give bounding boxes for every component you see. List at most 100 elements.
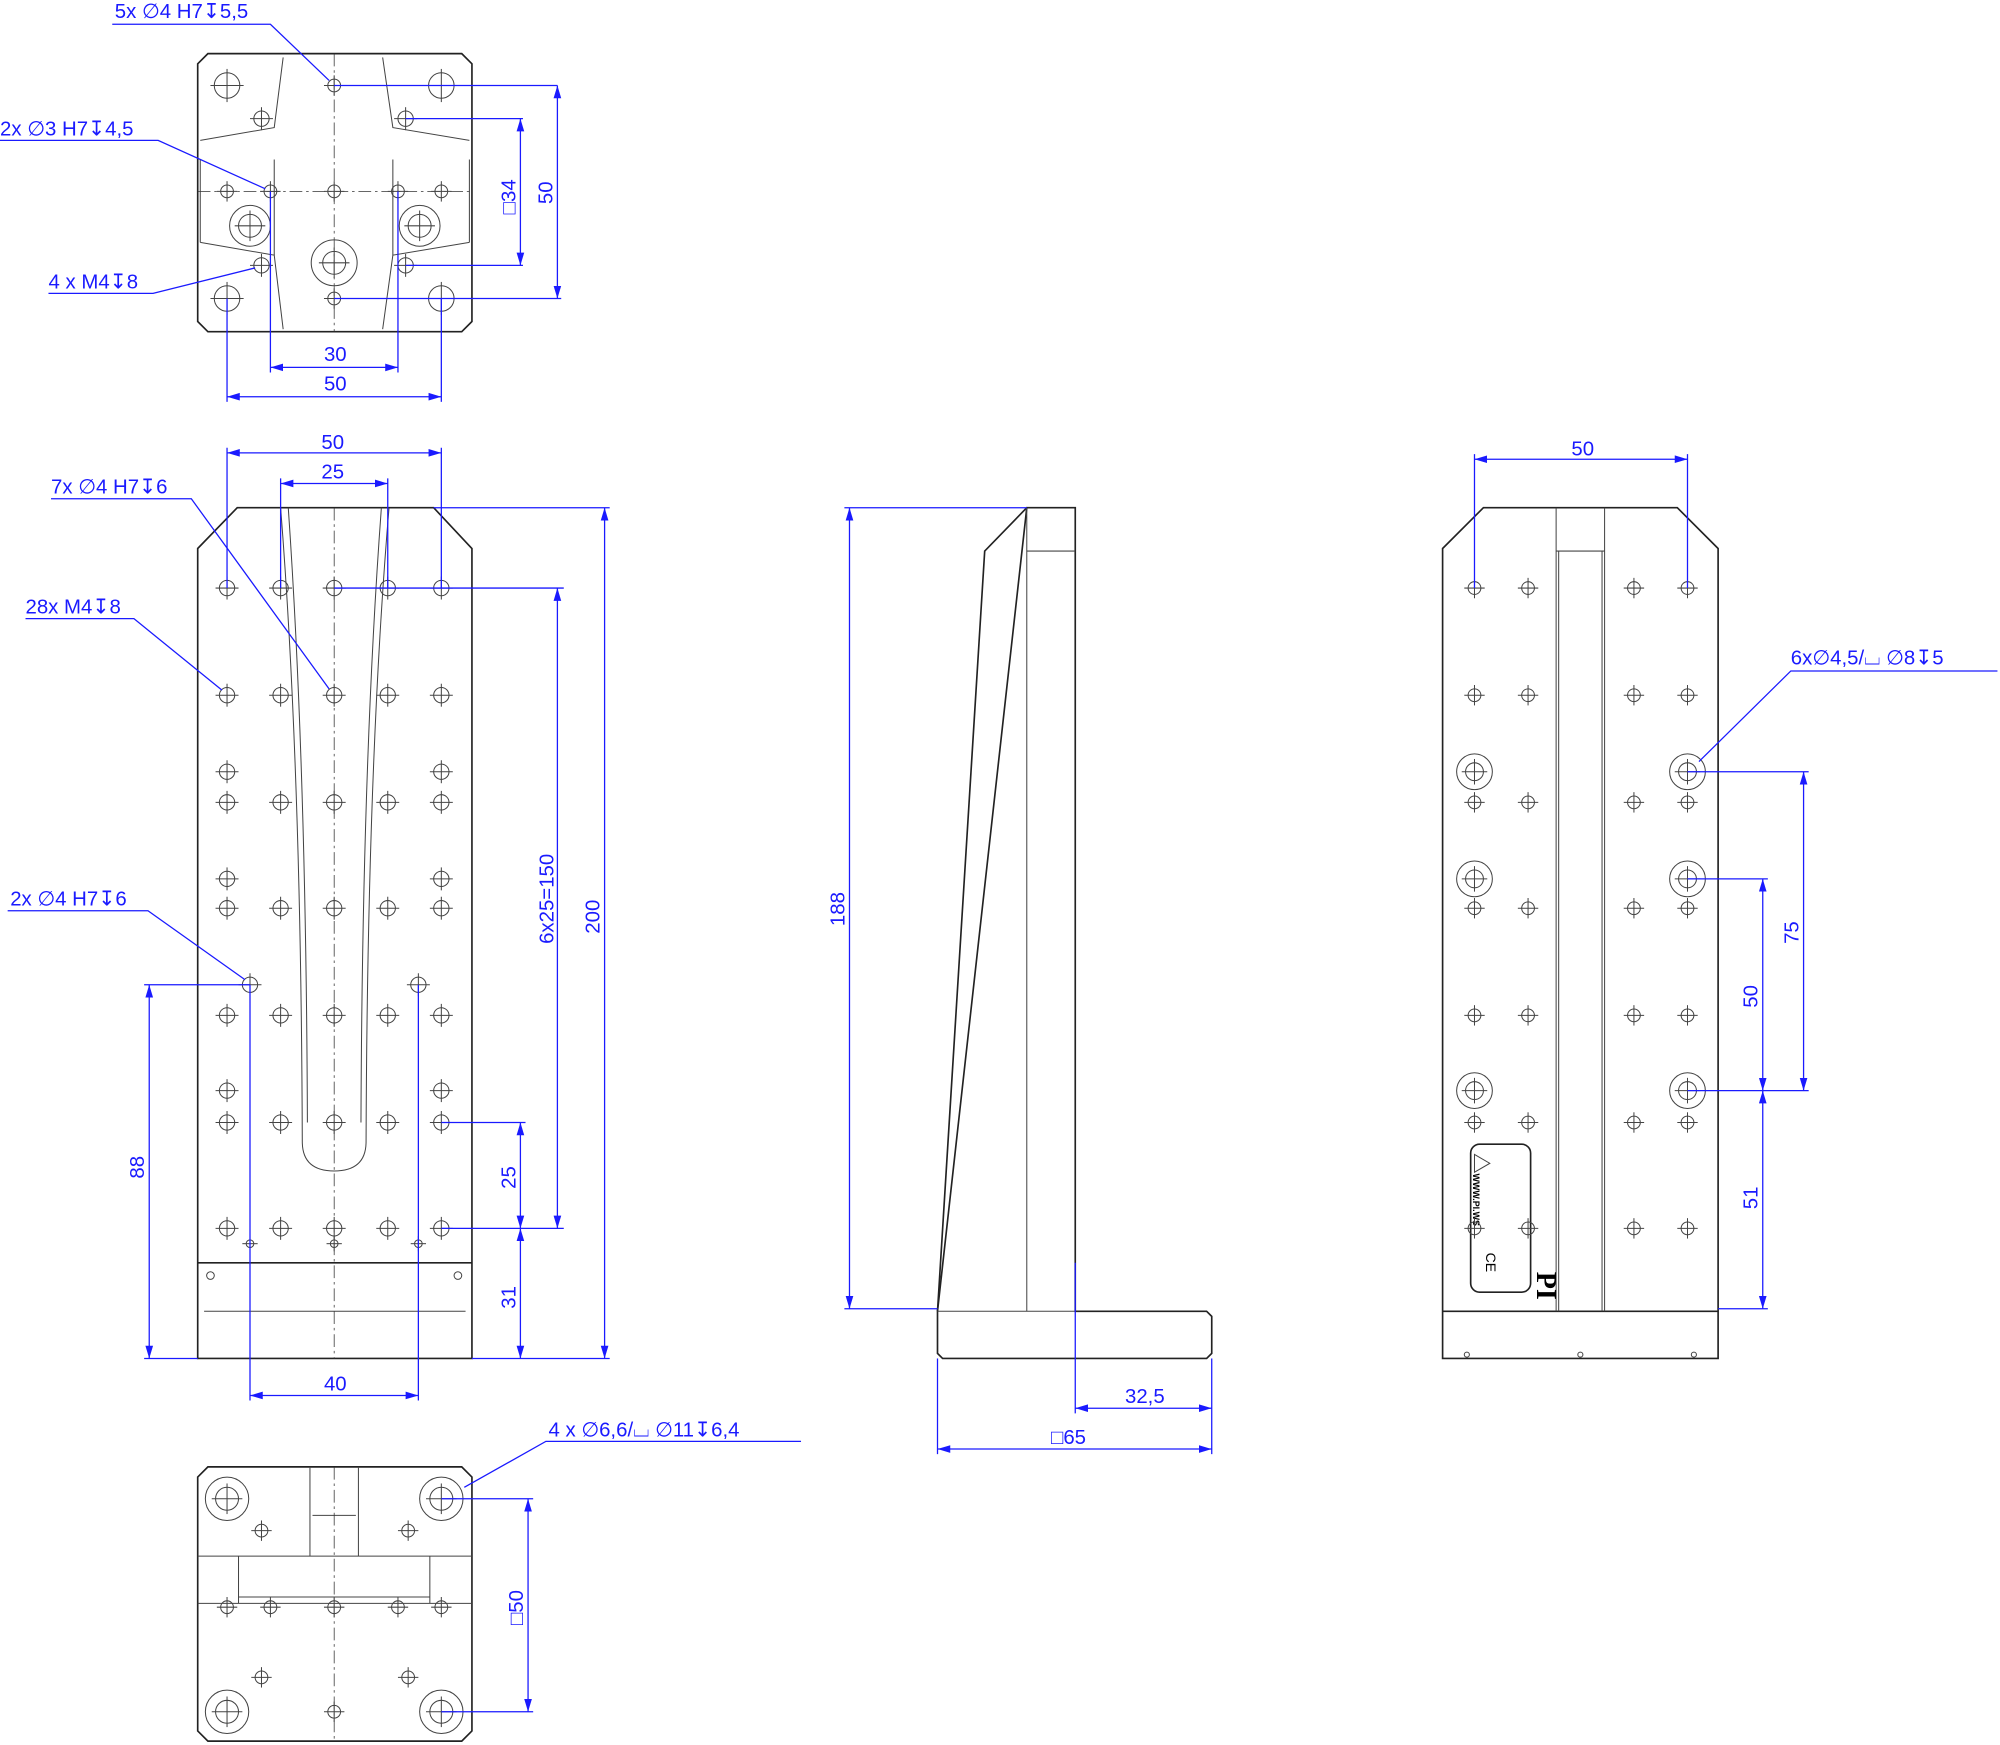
callout-h7: 7x ∅4 H7↧6: [51, 477, 167, 499]
ce-mark: CE: [1483, 1253, 1499, 1272]
m4-hole: [215, 896, 239, 920]
m4-hole: [1517, 898, 1539, 919]
m4-hole: [1464, 1005, 1485, 1026]
m4-hole: [1623, 577, 1645, 599]
small-hole: [326, 1236, 342, 1252]
pocket-hole: [310, 239, 358, 287]
pin-hole: [323, 181, 345, 202]
dim-25: 25: [498, 1166, 520, 1189]
m4-hole: [215, 760, 239, 784]
callout-m4: 28x M4↧8: [26, 597, 121, 619]
m4-hole: [429, 1079, 453, 1103]
m4-hole: [1677, 1112, 1698, 1133]
m4-hole: [429, 867, 453, 891]
m4-hole: [1464, 1218, 1485, 1239]
m4-hole: [322, 1111, 346, 1134]
pin-hole: [216, 181, 238, 202]
m4-hole: [376, 790, 400, 814]
dim-50: 50: [321, 432, 344, 454]
right-view-dimensions: 50 6x∅4,5/⌴ ∅8↧5 75 50 51: [1473, 438, 1998, 1310]
m4-hole: [250, 253, 273, 277]
m4-hole: [1677, 1218, 1698, 1239]
m4-hole: [1623, 1218, 1645, 1239]
counterbore-hole: [1456, 753, 1493, 791]
dim-50-h: 50: [324, 373, 347, 395]
m4-hole: [1517, 685, 1539, 706]
m4-hole: [215, 790, 239, 814]
m4-hole: [269, 1003, 293, 1027]
m4-hole: [429, 760, 453, 784]
pin-hole: [431, 181, 452, 202]
m4-hole: [1464, 1112, 1485, 1133]
counterbore-hole: [204, 1689, 250, 1734]
dim-51: 51: [1741, 1187, 1763, 1210]
callout-h7-small: 2x ∅3 H7↧4,5: [0, 118, 133, 140]
counterbore-hole: [1456, 860, 1493, 898]
dim-32-5: 32,5: [1125, 1386, 1165, 1408]
dim-30: 30: [324, 344, 347, 366]
bottom-view-dimensions: 4 x ∅6,6/⌴ ∅11↧6,4 □50: [441, 1419, 802, 1713]
m4-hole: [1517, 1005, 1539, 1026]
dim-75: 75: [1781, 921, 1803, 944]
m4-hole: [376, 1111, 400, 1134]
m4-hole: [429, 896, 453, 920]
dim-50: □50: [506, 1590, 528, 1625]
m4-hole: [322, 1003, 346, 1027]
m4-hole: [1677, 1005, 1698, 1026]
m4-hole: [1623, 685, 1645, 706]
pocket-hole: [229, 204, 271, 247]
right-view: PI WWW.PI.WS CE: [1441, 506, 1719, 1360]
m4-hole: [1677, 685, 1698, 706]
m4-hole: [251, 1520, 272, 1541]
mounting-hole: [210, 68, 244, 103]
m4-hole: [376, 683, 400, 707]
dim-31: 31: [498, 1286, 520, 1309]
side-view: [936, 506, 1213, 1360]
m4-hole: [1623, 1005, 1645, 1026]
m4-hole: [269, 790, 293, 814]
m4-hole: [215, 1003, 239, 1027]
dim-150: 6x25=150: [537, 854, 559, 944]
dim-88: 88: [127, 1156, 149, 1179]
product-label: [1469, 1143, 1532, 1293]
dim-50-v: 50: [1741, 985, 1763, 1008]
m4-hole: [322, 683, 346, 707]
m4-hole: [269, 683, 293, 707]
m4-hole: [397, 1520, 419, 1541]
dim-50-v: 50: [535, 181, 557, 204]
callout-h7: 5x ∅4 H7↧5,5: [115, 1, 248, 23]
m4-hole: [1464, 792, 1485, 813]
m4-hole: [376, 896, 400, 920]
m4-hole: [1623, 898, 1645, 919]
dim-40: 40: [324, 1373, 347, 1395]
warning-icon: [1473, 1153, 1491, 1174]
m4-hole: [215, 1216, 239, 1240]
front-view-dimensions: 50 25 7x ∅4 H7↧6 28x M4↧8 2x ∅4 H7↧6 6x2…: [7, 432, 610, 1401]
m4-hole: [250, 107, 273, 131]
m4-hole: [323, 1596, 345, 1618]
m4-hole: [215, 1079, 239, 1103]
dim-34: □34: [498, 179, 520, 214]
m4-hole: [251, 1667, 272, 1688]
m4-hole: [1623, 1112, 1645, 1133]
m4-hole: [1464, 685, 1485, 706]
callout-h7-2: 2x ∅4 H7↧6: [10, 889, 126, 911]
dim-25-top: 25: [321, 461, 344, 483]
m4-hole: [269, 1216, 293, 1240]
m4-hole: [216, 1596, 238, 1618]
side-view-dimensions: 188 32,5 □65: [827, 507, 1213, 1455]
m4-hole: [1517, 1218, 1539, 1239]
m4-hole: [322, 790, 346, 814]
m4-hole: [429, 1003, 453, 1027]
m4-hole: [376, 1216, 400, 1240]
counterbore-hole: [1456, 1072, 1493, 1109]
m4-hole: [431, 1596, 452, 1618]
callout-counterbore: 6x∅4,5/⌴ ∅8↧5: [1791, 648, 1944, 670]
m4-hole: [376, 1003, 400, 1027]
top-view-dimensions: 5x ∅4 H7↧5,5 2x ∅3 H7↧4,5 4 x M4↧8 □34 5…: [0, 1, 562, 402]
m4-hole: [429, 683, 453, 707]
pi-logo: PI: [1530, 1272, 1561, 1300]
m4-hole: [429, 790, 453, 814]
m4-hole: [322, 896, 346, 920]
